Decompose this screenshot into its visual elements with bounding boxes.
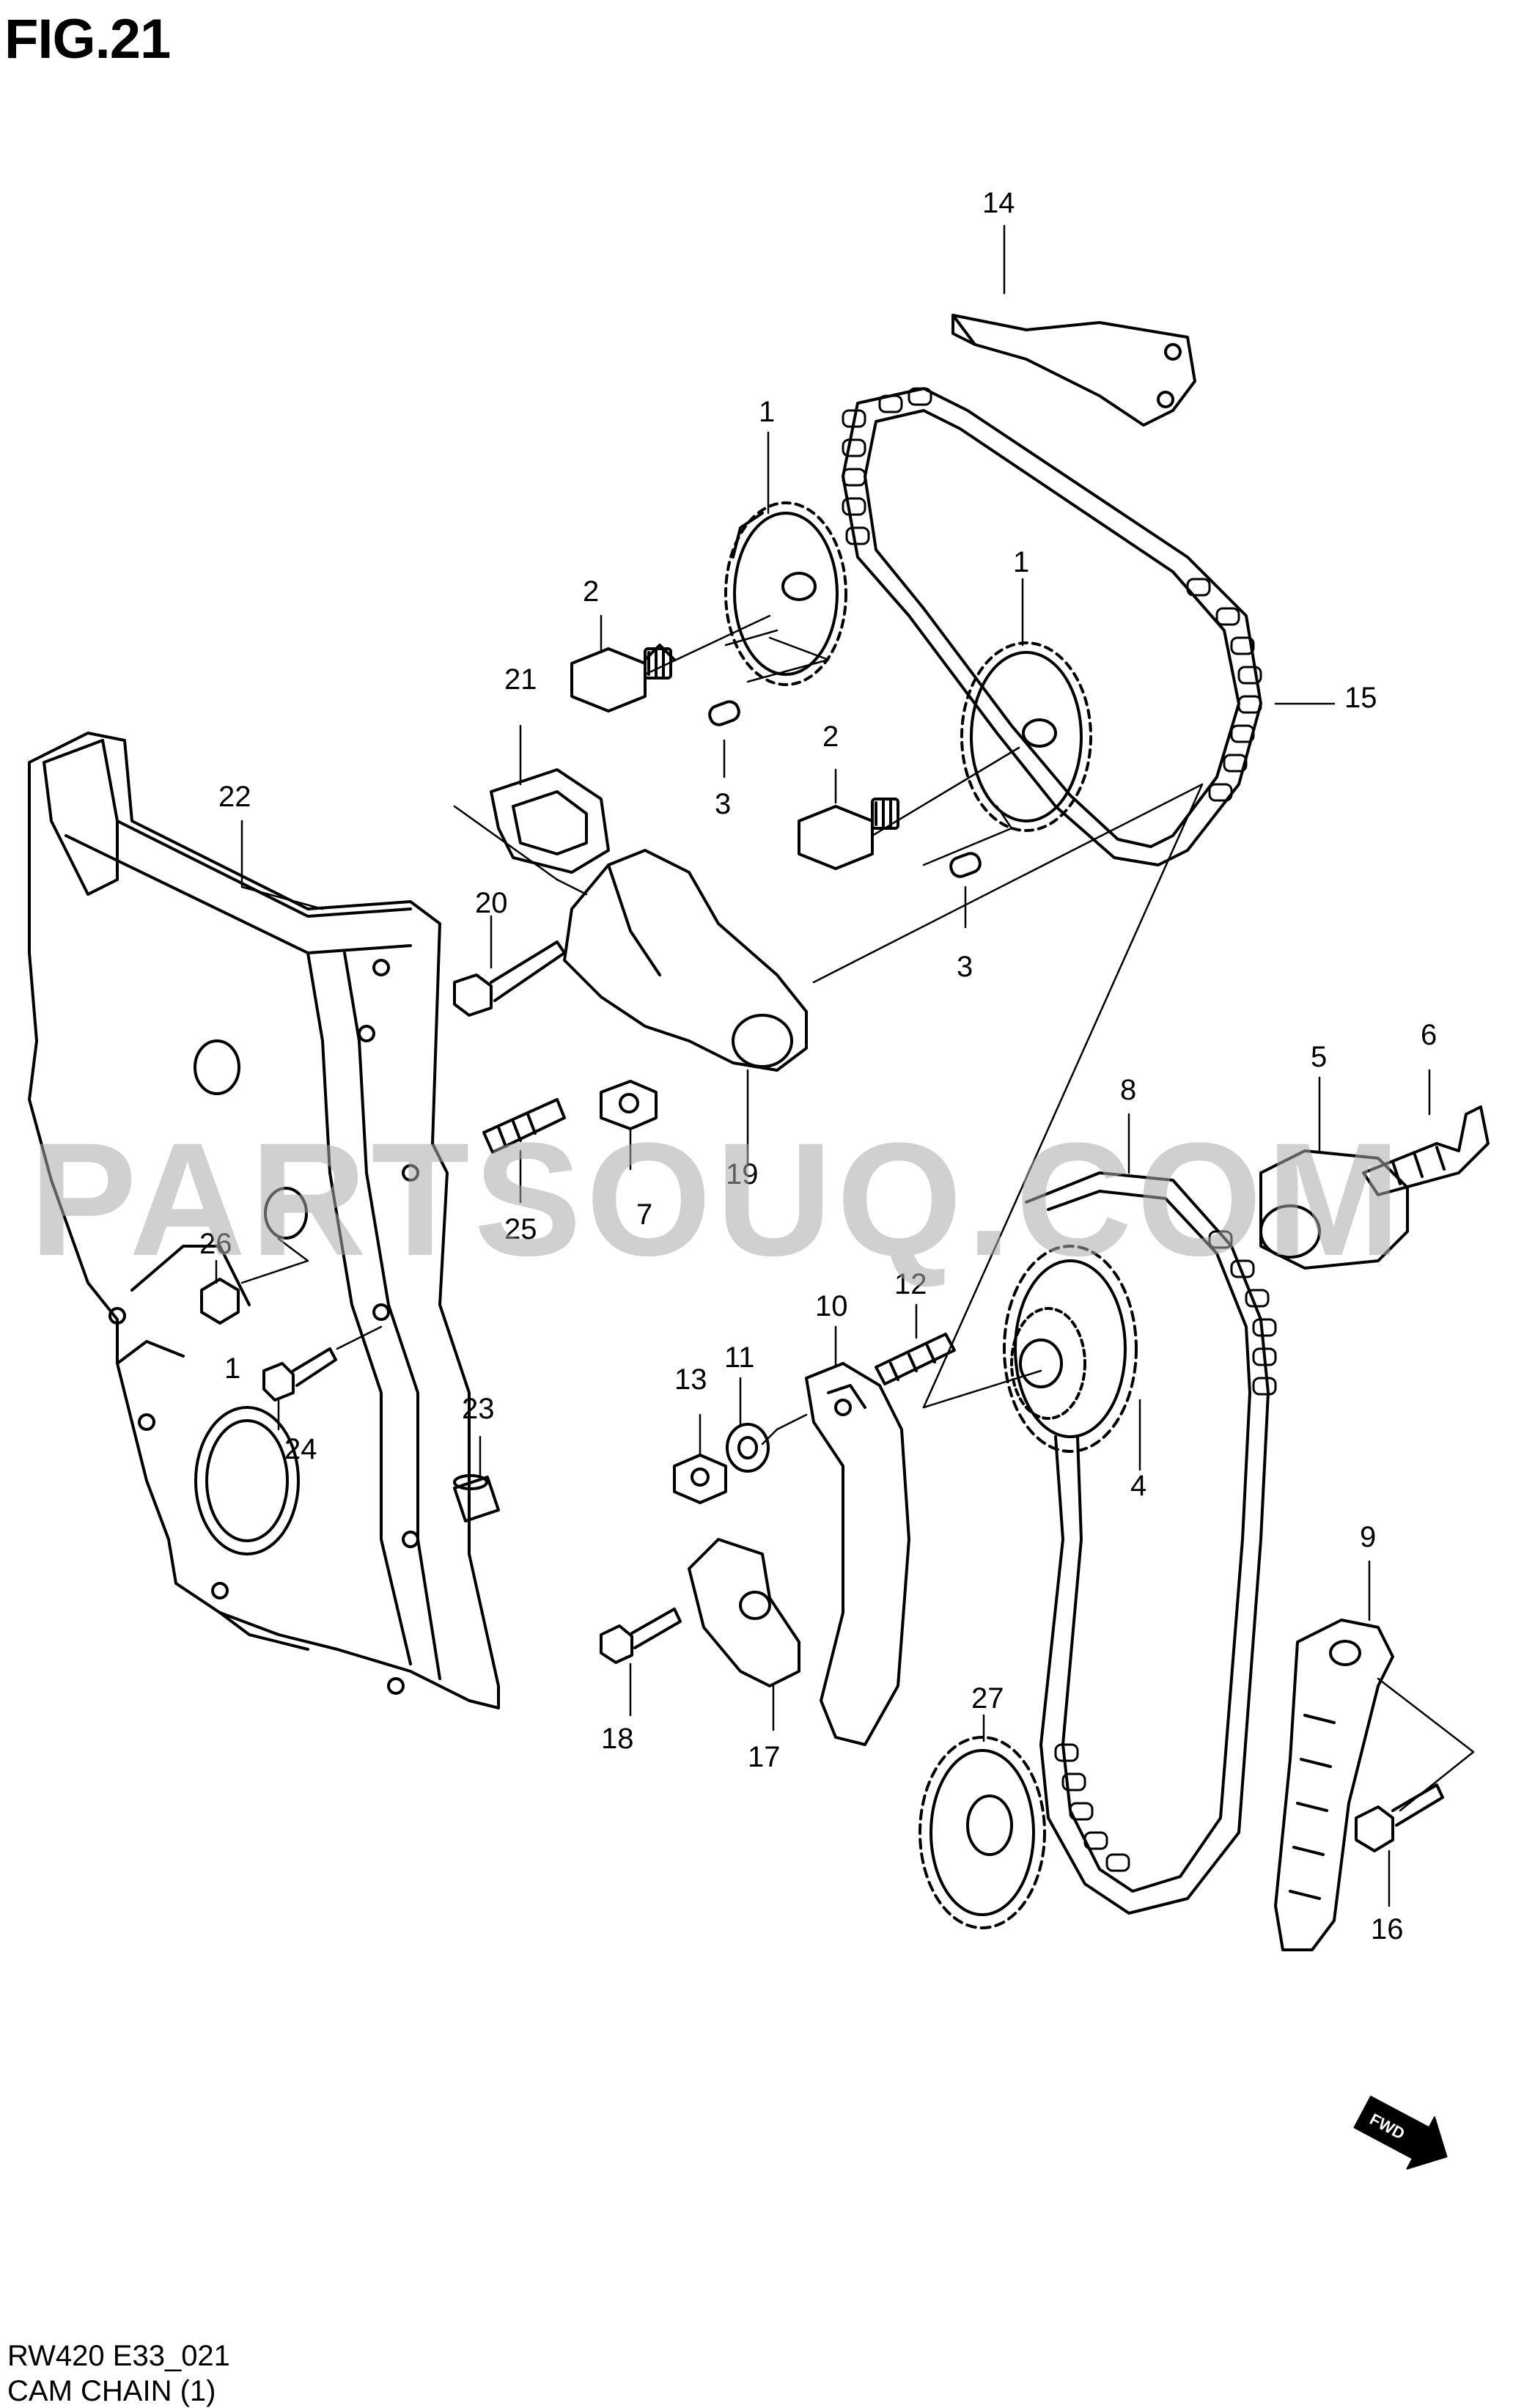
callout-26: 26 xyxy=(199,1228,232,1260)
callout-9: 9 xyxy=(1360,1521,1376,1553)
callout-18: 18 xyxy=(601,1723,634,1755)
callout-24: 24 xyxy=(284,1433,317,1465)
callout-3-lower: 3 xyxy=(957,951,973,983)
callout-6: 6 xyxy=(1421,1019,1437,1051)
guide-washer xyxy=(726,1423,770,1473)
callout-22: 22 xyxy=(218,781,251,813)
cover-bushing xyxy=(453,1474,500,1523)
figure-title: FIG.21 xyxy=(4,8,171,70)
guide-mount-bolt xyxy=(1355,1783,1444,1852)
callout-3-upper: 3 xyxy=(715,788,731,820)
oil-pump-sprocket xyxy=(919,1736,1046,1929)
tensioner-bolt xyxy=(453,940,566,1017)
callout-12: 12 xyxy=(894,1268,927,1300)
guide-nut xyxy=(673,1454,727,1504)
idler-bolt xyxy=(1362,1105,1490,1196)
callout-15: 15 xyxy=(1344,682,1377,714)
sprocket-bolt-lower xyxy=(798,798,899,870)
callout-5: 5 xyxy=(1311,1041,1327,1073)
callout-20: 20 xyxy=(475,887,508,919)
chain-tensioner-guide xyxy=(805,1362,910,1746)
sprocket-bolt-upper xyxy=(570,644,676,713)
cover-bolt xyxy=(262,1347,337,1402)
callout-27: 27 xyxy=(971,1682,1004,1715)
camshaft-sprocket-intake xyxy=(724,501,847,686)
callout-19: 19 xyxy=(726,1158,759,1190)
callout-7: 7 xyxy=(636,1199,652,1231)
callout-23: 23 xyxy=(462,1393,495,1425)
idler-sprocket xyxy=(1259,1149,1409,1270)
timing-chain-cover xyxy=(28,732,500,1709)
timing-chain-upper xyxy=(842,387,1262,866)
callout-10: 10 xyxy=(815,1290,848,1322)
callout-14: 14 xyxy=(982,187,1015,219)
callout-13: 13 xyxy=(674,1363,707,1396)
camshaft-sprocket-exhaust xyxy=(960,641,1092,832)
timing-chain-lower xyxy=(1025,1171,1277,1915)
callout-1-intake: 1 xyxy=(759,396,775,428)
guide-stud xyxy=(875,1333,956,1385)
leader-lines xyxy=(215,224,1475,1907)
callout-labels: 14 1 1 2 2 21 22 3 3 15 20 19 7 25 8 5 6… xyxy=(199,187,1437,1945)
callout-21: 21 xyxy=(504,663,537,696)
callout-4: 4 xyxy=(1130,1470,1146,1502)
callout-2-lower: 2 xyxy=(822,721,839,753)
figure-name: CAM CHAIN (1) xyxy=(7,2375,216,2407)
callout-mark: 1 xyxy=(224,1352,240,1385)
callout-25: 25 xyxy=(504,1213,537,1245)
knock-pin-upper xyxy=(708,700,740,726)
cover-nut xyxy=(200,1278,240,1325)
chain-guide-lower xyxy=(1274,1619,1394,1951)
tensioner-nut xyxy=(600,1080,658,1130)
knock-pin-lower xyxy=(949,852,982,878)
forward-arrow-icon: FWD xyxy=(1353,2096,1448,2170)
callout-11: 11 xyxy=(724,1341,755,1374)
chain-tensioner xyxy=(688,1538,800,1687)
cover-stud xyxy=(482,1098,566,1154)
tensioner-gasket xyxy=(490,768,610,874)
chain-tensioner-arm xyxy=(563,849,808,1072)
callout-8: 8 xyxy=(1120,1074,1136,1106)
tensioner-mount-bolt xyxy=(600,1608,682,1664)
callout-16: 16 xyxy=(1371,1913,1404,1945)
chain-guide-upper xyxy=(951,314,1196,427)
crankshaft-sprocket xyxy=(1003,1245,1138,1453)
callout-17: 17 xyxy=(748,1741,781,1773)
figure-code: RW420 E33_021 xyxy=(7,2340,230,2372)
callout-2-upper: 2 xyxy=(583,575,599,608)
callout-1-exhaust: 1 xyxy=(1013,546,1029,578)
